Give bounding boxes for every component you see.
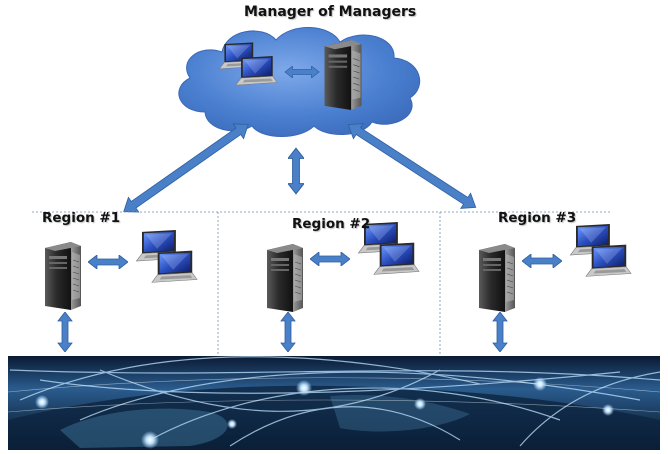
region-3-label: Region #3 — [498, 210, 577, 226]
server-icon — [478, 243, 516, 313]
region-1-label: Region #1 — [42, 210, 121, 226]
double-arrow-icon — [280, 312, 296, 352]
server-icon — [266, 243, 304, 313]
server-icon — [324, 39, 362, 111]
region-dividers — [32, 211, 612, 360]
double-arrow-icon — [288, 147, 304, 195]
laptop-icon — [373, 242, 420, 275]
diagram-title: Manager of Managers — [244, 4, 417, 20]
double-arrow-icon — [492, 312, 508, 352]
laptop-icon — [585, 244, 632, 277]
double-arrow-icon — [347, 123, 477, 209]
double-arrow-icon — [88, 255, 128, 269]
region-2-label: Region #2 — [292, 216, 371, 232]
globe-network-image — [7, 356, 661, 450]
region-2 — [266, 222, 420, 352]
double-arrow-icon — [57, 312, 73, 352]
cloud-to-region-arrows — [123, 123, 477, 213]
laptop-icon — [235, 56, 278, 86]
cloud-icon — [178, 27, 421, 137]
double-arrow-icon — [522, 254, 562, 268]
double-arrow-icon — [310, 252, 350, 266]
laptop-icon — [151, 250, 198, 283]
server-icon — [44, 241, 82, 311]
double-arrow-icon — [123, 123, 249, 213]
region-1 — [44, 230, 198, 352]
region-3 — [478, 224, 632, 352]
